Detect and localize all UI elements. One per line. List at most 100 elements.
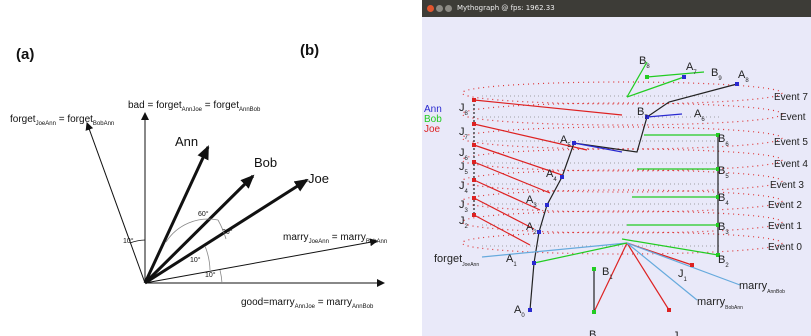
node-label-a3-letter: A: [526, 194, 534, 206]
node-label-b7-sub: 7: [644, 115, 648, 121]
node-label-j1-sub: 1: [684, 277, 688, 283]
fan-edge-j0: [626, 242, 670, 311]
angle-arc-60: [165, 218, 219, 243]
node-label-j0: J0: [673, 330, 683, 336]
graph-node-25: [682, 75, 686, 79]
node-label-j8-sub: 8: [465, 111, 469, 117]
event-label-5: Event 5: [774, 137, 808, 148]
legend-ann: Ann: [424, 104, 442, 115]
node-label-b1: B1: [602, 266, 613, 281]
node-label-a4: A4: [546, 168, 557, 183]
graph-node-2: [472, 143, 476, 147]
legend-bob: Bob: [424, 114, 442, 125]
label-axis-good-mid: = marry: [315, 297, 352, 308]
node-label-j1-letter: J: [678, 268, 684, 280]
window-titlebar: Mythograph @ fps: 1962.33: [422, 0, 811, 17]
joe-edge-2: [473, 144, 563, 176]
label-axis-bad-sub2: AnnBob: [239, 107, 261, 113]
node-label-j2-sub: 2: [465, 224, 469, 230]
label-axis-marry: marryJoeAnn = marryBobAnn: [283, 232, 387, 245]
vector-ann: [143, 145, 210, 284]
node-label-j3-letter: J: [459, 199, 465, 211]
node-label-a5-letter: A: [560, 134, 568, 146]
event-label-6: Event: [780, 112, 806, 123]
node-label-a7: A7: [686, 61, 697, 76]
angle-arc-10-mid: [204, 245, 211, 271]
node-label-a1: A1: [506, 253, 517, 268]
node-label-b3-sub: 3: [725, 230, 729, 236]
node-label-a8-sub: 8: [745, 78, 749, 84]
ann-edge-a6: [646, 113, 683, 118]
minimize-icon[interactable]: [436, 5, 443, 12]
node-label-a0: A0: [514, 304, 525, 319]
label-axis-good-sub1: AnnJoe: [295, 304, 316, 310]
event-ring-3: [461, 169, 783, 193]
node-label-a2: A2: [526, 221, 537, 236]
node-label-a6-sub: 6: [701, 117, 705, 123]
fan-edge-forget: [481, 242, 628, 258]
graph-edges: [473, 61, 741, 313]
panel-label-b: (b): [300, 42, 320, 59]
node-label-b2-letter: B: [718, 254, 725, 266]
event-label-2: Event 2: [768, 200, 802, 211]
ann-chain-edge: [529, 83, 738, 311]
node-label-j3-sub: 3: [465, 208, 469, 214]
graph-node-18: [716, 167, 720, 171]
joe-edge-6: [473, 214, 531, 246]
node-label-j1: J1: [678, 268, 688, 283]
node-label-j8-letter: J: [459, 102, 465, 114]
event-ring-4: [461, 148, 783, 172]
label-axis-good-main: good=marry: [241, 297, 295, 308]
node-label-a7-sub: 7: [693, 70, 697, 76]
graph-node-21: [592, 310, 596, 314]
graph-node-23: [690, 263, 694, 267]
label-vector-ann: Ann: [175, 134, 198, 149]
angle-arc-10-low: [219, 269, 223, 284]
node-label-a7-letter: A: [686, 61, 694, 73]
node-label-b6-sub: 6: [725, 142, 729, 148]
label-marry-bobann: marryBobAnn: [697, 296, 743, 311]
node-label-j4: J4: [459, 180, 469, 195]
event-ring-0: [461, 231, 783, 255]
graph-node-15: [716, 253, 720, 257]
node-label-b9-sub: 9: [718, 76, 722, 82]
node-label-a6-letter: A: [694, 108, 702, 120]
label-marry1-sub: AnnBob: [767, 289, 785, 295]
graph-node-10: [545, 203, 549, 207]
node-label-j7-letter: J: [459, 126, 465, 138]
label-vector-bob: Bob: [254, 155, 277, 170]
node-label-b2: B2: [718, 254, 729, 269]
graph-node-16: [716, 223, 720, 227]
graph-node-5: [472, 196, 476, 200]
close-icon[interactable]: [427, 5, 434, 12]
node-label-j6-letter: J: [459, 147, 465, 159]
graph-node-4: [472, 178, 476, 182]
graph-node-24: [645, 75, 649, 79]
node-label-j7: J7: [459, 126, 469, 141]
label-forget-joeann: forgetJoeAnn: [434, 253, 479, 268]
label-axis-bad-main: bad = forget: [128, 100, 182, 111]
label-vector-joe: Joe: [308, 171, 329, 186]
node-label-a0-sub: 0: [521, 313, 525, 319]
vector-bob: [143, 174, 255, 285]
joe-edge-0: [473, 99, 623, 116]
event-label-4: Event 4: [774, 159, 808, 170]
label-axis-bad: bad = forgetAnnJoe = forgetAnnBob: [128, 100, 261, 113]
node-label-a8: A8: [738, 69, 749, 84]
fan-edge-marry1: [626, 242, 741, 286]
label-axis-bad-mid: = forget: [202, 100, 239, 111]
bob-edge-b8: [626, 61, 648, 98]
label-axis-forget-sub1: JoeAnn: [36, 121, 56, 127]
label-axis-good-sub2: AnnBob: [352, 304, 374, 310]
label-angle-60: 60°: [198, 210, 209, 218]
maximize-icon[interactable]: [445, 5, 452, 12]
label-axis-marry-mid: = marry: [329, 232, 366, 243]
node-label-a3-sub: 3: [533, 203, 537, 209]
graph-node-3: [472, 160, 476, 164]
node-label-a2-letter: A: [526, 221, 534, 233]
axis-forget-line: [85, 122, 146, 284]
window-title: Mythograph @ fps: 1962.33: [457, 4, 555, 12]
label-axis-forget: forgetJoeAnn = forgetBobAnn: [10, 114, 114, 127]
event-label-3: Event 3: [770, 180, 804, 191]
node-label-b9: B9: [711, 67, 722, 82]
